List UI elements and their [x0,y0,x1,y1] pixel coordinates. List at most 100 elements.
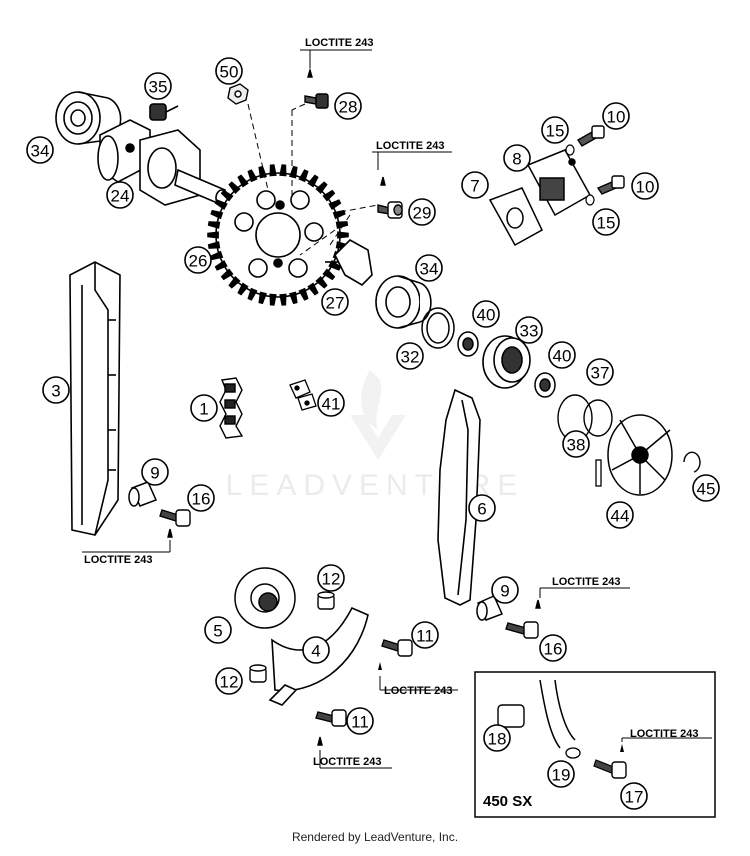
camshaft-part-24 [97,119,229,207]
sprocket-tooth [335,221,349,229]
guide-rail-part-3 [69,261,121,536]
callout-number: 12 [220,673,239,692]
sprocket-tooth [237,174,249,188]
callout-number: 44 [611,507,630,526]
callout-circle [215,667,243,695]
callout-number: 28 [339,98,358,117]
callout-circle [334,92,362,120]
callout-number: 11 [416,627,434,646]
inset-box-450sx: 450 SX [474,671,716,818]
chain-part-1 [219,377,244,439]
callout-number: 34 [420,260,439,279]
callout-number: 34 [31,142,50,161]
callout-circle [586,358,614,386]
sprocket-tooth [269,164,277,177]
callout-circle [302,636,330,664]
sprocket-tooth [247,287,258,301]
callout-number: 19 [552,766,571,785]
sprocket-tooth [328,259,342,271]
callout-number: 9 [500,582,509,601]
loctite-label-16-right: LOCTITE 243 [552,576,620,588]
callout-number: 15 [597,214,616,233]
loctite-label-29: LOCTITE 243 [376,140,444,152]
pin-part-44 [595,459,602,487]
callout-circle [692,474,720,502]
sprocket-tooth [207,231,219,239]
callout-circle [562,430,590,458]
loctite-label-11-top: LOCTITE 243 [384,685,452,697]
bearing-part-40-right [534,372,556,398]
callout-number: 11 [351,713,369,732]
seal-part-32 [421,307,455,349]
tensioner-part-27 [325,239,373,287]
bolt-part-10-top [577,125,605,147]
inset-label: 450 SX [483,793,532,810]
callout-circle [204,616,232,644]
bolt-part-10-bottom [596,175,625,195]
callout-number: 7 [470,177,479,196]
loctite-label-16-left: LOCTITE 243 [84,554,152,566]
spring-part-35 [149,103,179,121]
callout-number: 6 [477,500,486,519]
sprocket-tooth [315,276,328,289]
loctite-drop [378,662,382,670]
gasket-part-7 [488,187,543,247]
callout-number: 29 [413,204,432,223]
callout-circle [317,389,345,417]
callout-number: 1 [199,400,208,419]
callout-circle [42,376,70,404]
callout-circle [215,57,243,85]
bolt-part-11-bottom [315,709,347,746]
sprocket-tooth [337,231,349,239]
sprocket-tooth [207,221,221,229]
callout-circle [346,707,374,735]
callout-number: 45 [697,480,716,499]
callout-circle [592,208,620,236]
callout-number: 10 [607,108,626,127]
callout-circle [548,341,576,369]
callout-number: 3 [51,382,60,401]
callout-circle [515,316,543,344]
callout-circle [491,576,519,604]
sprocket-tooth [289,165,298,179]
callout-circle [602,102,630,130]
callout-number: 10 [636,178,655,197]
loctite-label-top: LOCTITE 243 [305,37,373,49]
callout-circle [468,494,496,522]
o-ring-part-37 [583,399,613,437]
sprocket-tooth [220,189,234,202]
bolt-part-29 [377,176,403,219]
callout-number: 9 [150,464,159,483]
callout-circle [411,621,439,649]
bolt-part-11-top [381,639,413,657]
sprocket-tooth [322,189,336,202]
callout-circle [541,116,569,144]
washer-part-15-top [565,144,575,156]
callout-circle [461,171,489,199]
sprocket-part-5 [234,567,296,629]
sprocket-tooth [210,209,224,220]
callout-number: 16 [192,490,211,509]
sleeve-part-9-right [476,595,504,621]
callout-number: 15 [546,122,565,141]
sprocket-tooth [210,250,224,261]
callout-number: 40 [553,347,572,366]
callout-number: 35 [149,78,168,97]
sprocket-tooth [315,181,328,194]
callout-circle [415,254,443,282]
circlip-part-45 [683,451,701,473]
callout-number: 32 [401,348,420,367]
footer-credit: Rendered by LeadVenture, Inc. [291,830,459,844]
callout-number: 37 [591,364,610,383]
nut-part-50 [227,83,249,105]
callout-number: 41 [322,395,341,414]
washer-part-15-bottom [585,194,595,206]
callout-number: 4 [311,642,320,661]
callout-number: 50 [220,63,239,82]
callout-circle [321,288,349,316]
callout-number: 5 [213,622,222,641]
seal-part-33 [482,335,531,389]
callout-circle [631,172,659,200]
callout-circle [547,760,575,788]
